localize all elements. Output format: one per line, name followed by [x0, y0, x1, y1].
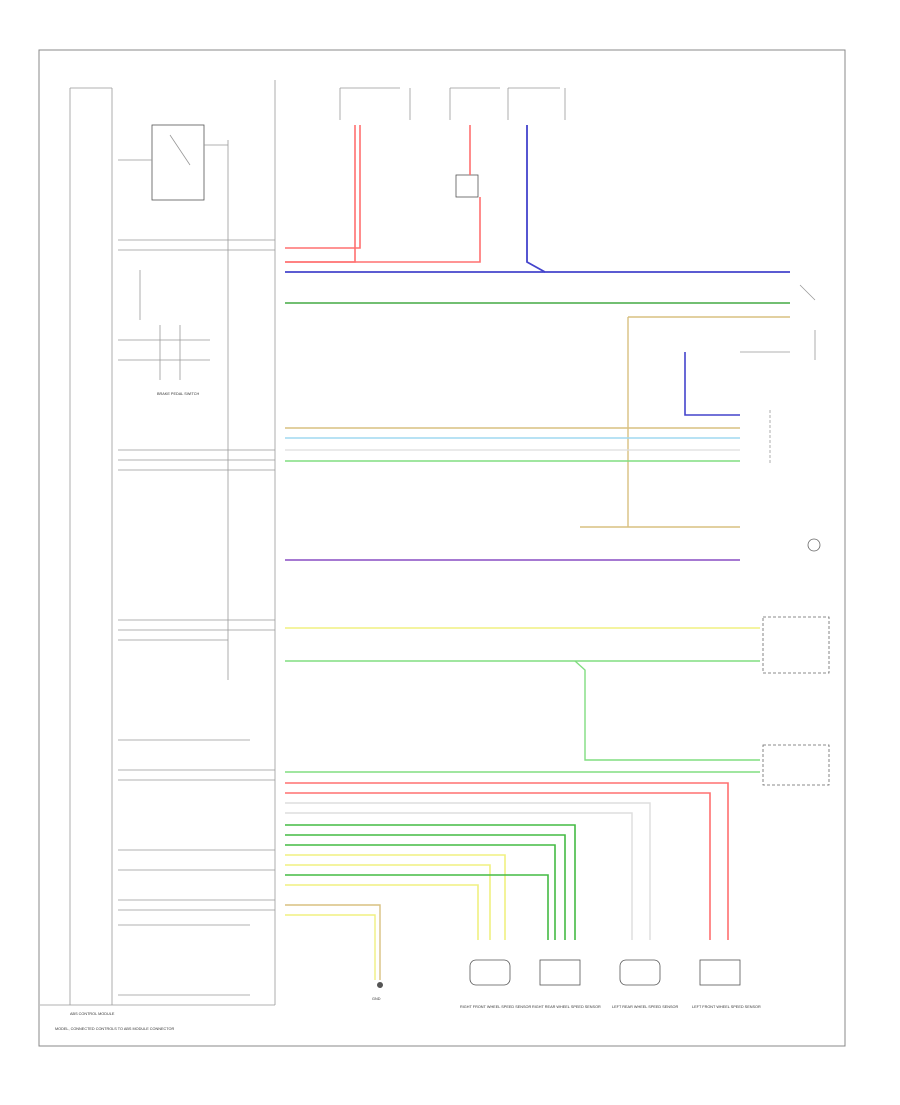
signal-wires	[285, 302, 790, 773]
fuse-blocks	[339, 87, 566, 198]
ground-point	[377, 982, 383, 988]
right-components	[762, 284, 830, 786]
module-note-label: MODEL, CONNECTED CONTROLS TO ABS MODULE …	[55, 1027, 174, 1031]
fuse-feed-wires	[285, 125, 790, 273]
sensor-wires	[285, 782, 729, 980]
ground-label: GND	[372, 997, 381, 1001]
lr-wheel-speed-sensor	[619, 959, 661, 986]
rr-wheel-speed-sensor	[539, 959, 581, 986]
wheel-speed-sensors	[377, 959, 741, 988]
brake-pedal-switch-label: BRAKE PEDAL SWITCH	[157, 392, 200, 396]
rf-sensor-label: RIGHT FRONT WHEEL SPEED SENSOR	[460, 1005, 531, 1009]
rr-sensor-label: RIGHT REAR WHEEL SPEED SENSOR	[532, 1005, 601, 1009]
module-name-label: ABS CONTROL MODULE	[70, 1012, 115, 1016]
diagram-labels: ABS CONTROL MODULE MODEL, CONNECTED CONT…	[55, 392, 761, 1031]
lf-sensor-label: LEFT FRONT WHEEL SPEED SENSOR	[692, 1005, 761, 1009]
abs-control-module	[40, 80, 276, 1006]
diagram-frame	[38, 49, 846, 1047]
rf-wheel-speed-sensor	[469, 959, 511, 986]
lf-wheel-speed-sensor	[699, 959, 741, 986]
lr-sensor-label: LEFT REAR WHEEL SPEED SENSOR	[612, 1005, 679, 1009]
